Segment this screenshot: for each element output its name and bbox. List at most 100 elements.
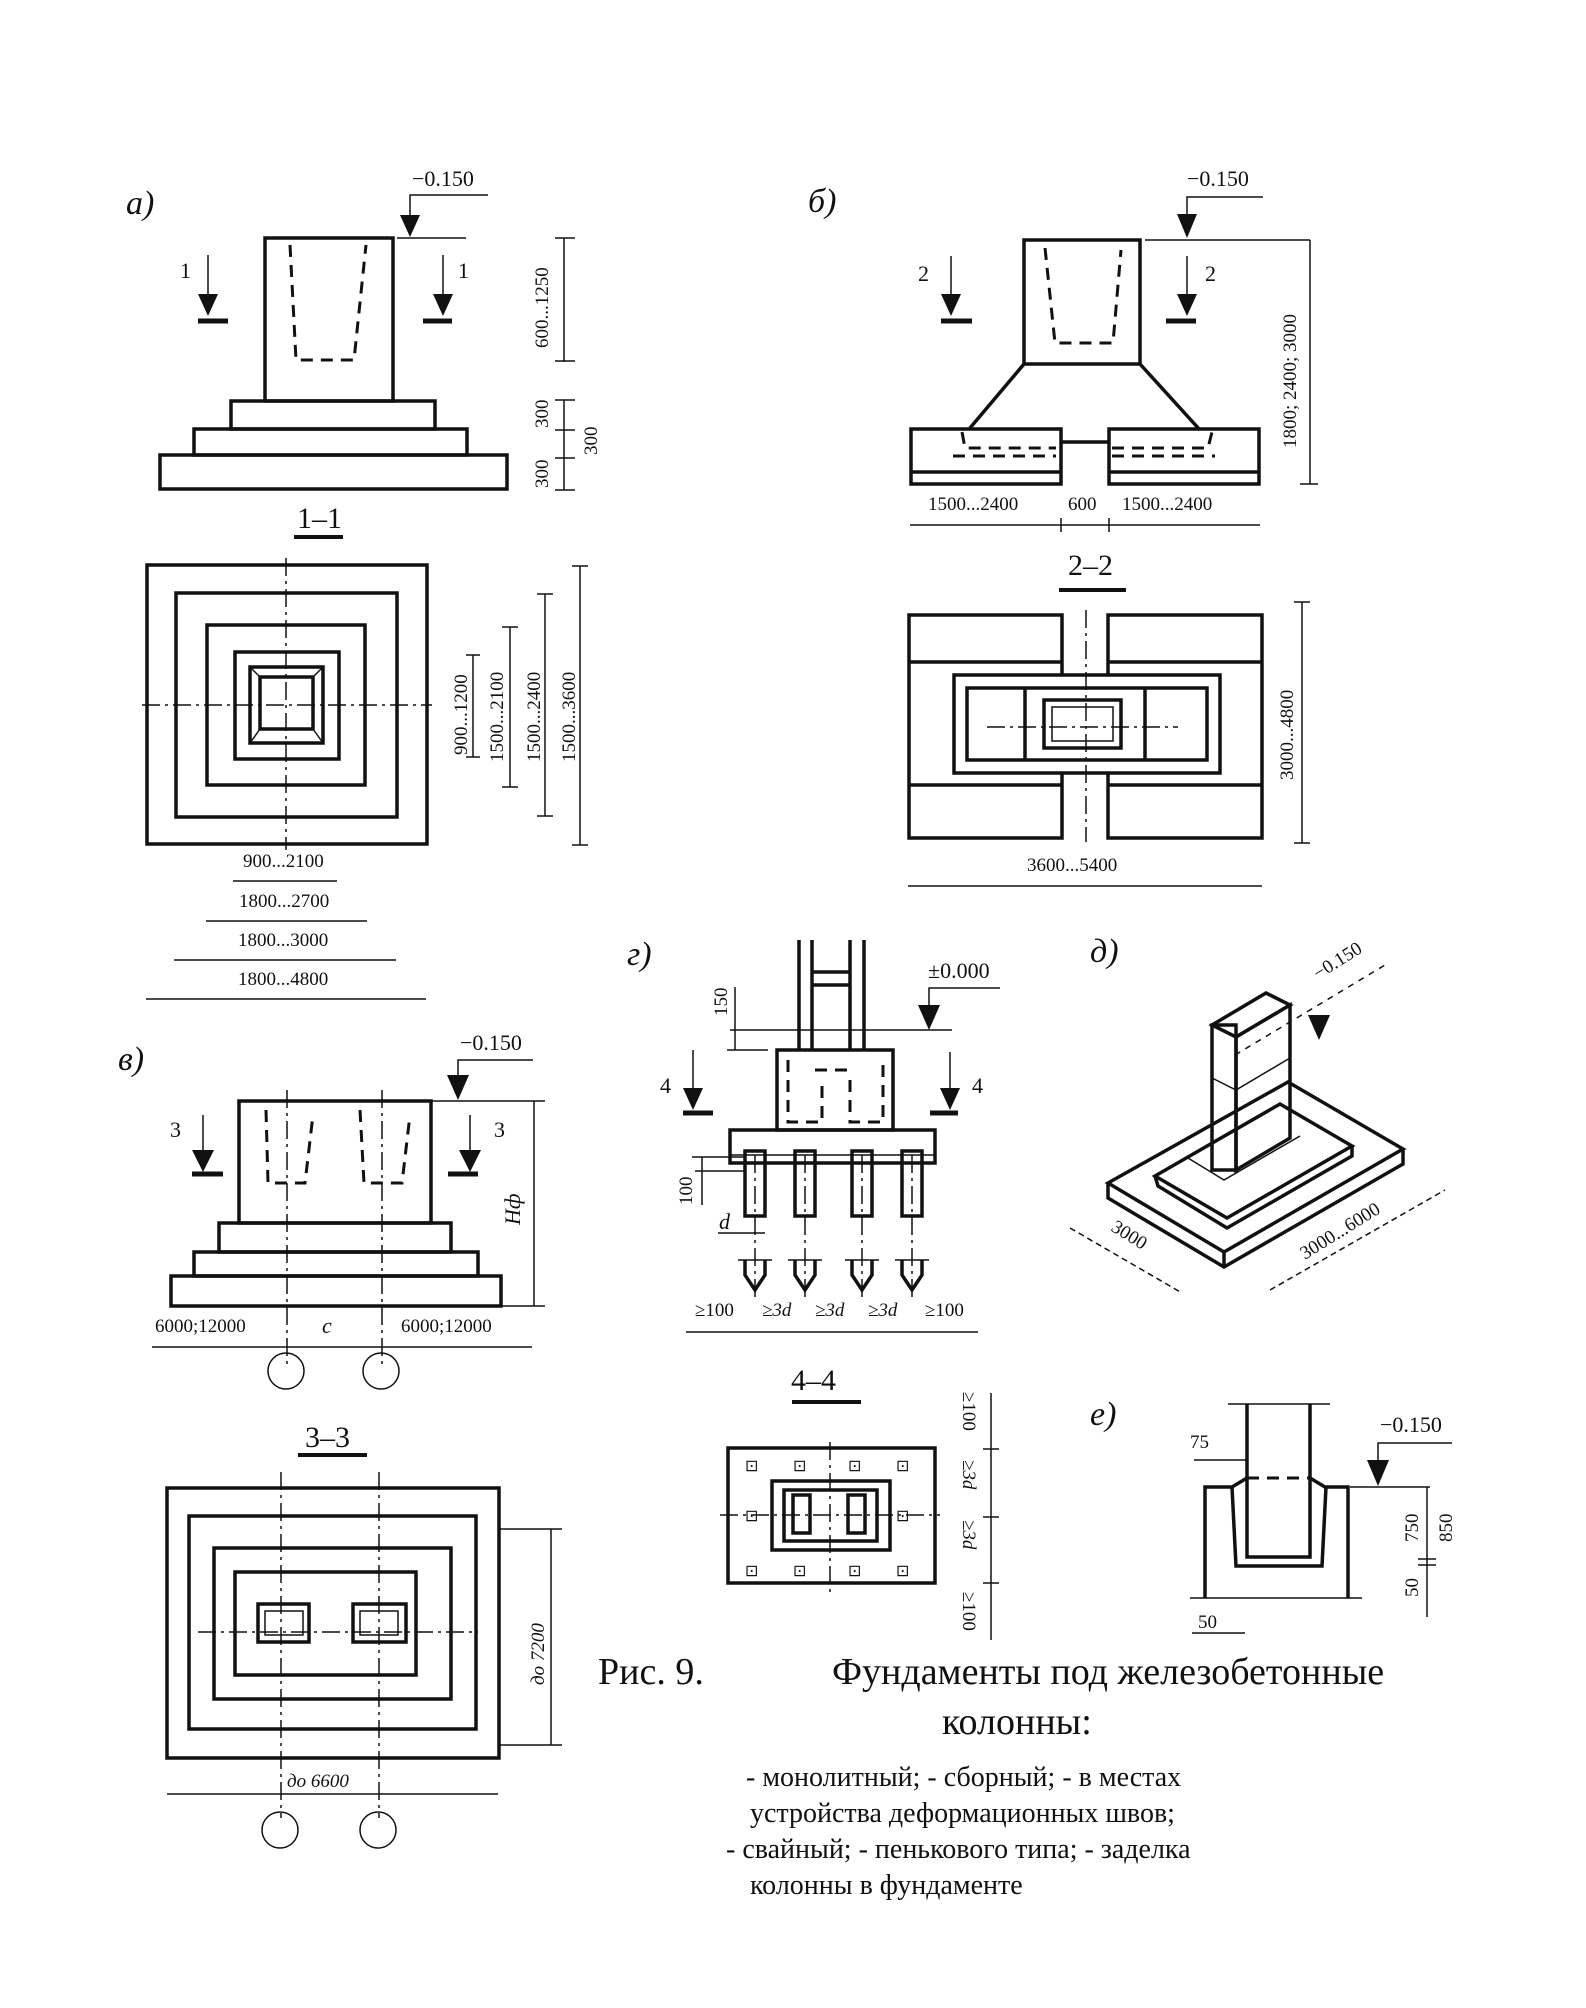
panel-e-section: е) −0.150 75 750 850 50 50 xyxy=(1090,1396,1457,1634)
panel-g-elevation: г) ±0.000 150 xyxy=(627,936,1000,1404)
chamfer xyxy=(312,666,324,678)
dim-label: 1800; 2400; 3000 xyxy=(1280,314,1301,448)
pile-head: ⊡ xyxy=(793,1458,806,1475)
socket-left xyxy=(256,1602,311,1644)
figure-title: Фундаменты под железобетонные xyxy=(832,1651,1385,1693)
socket-dashed xyxy=(848,1060,885,1124)
panel-b-label: б) xyxy=(808,183,836,220)
panel-a-plan: 900...1200 1500...2100 1500...2400 1500.… xyxy=(142,558,588,1000)
elevation-arrow-icon xyxy=(1367,1460,1389,1486)
pile-heads: ⊡ ⊡ ⊡ ⊡ ⊡ ⊡ ⊡ ⊡ ⊡ ⊡ xyxy=(745,1458,909,1580)
axis-bubble xyxy=(362,1352,400,1390)
dim-label: 300 xyxy=(532,460,553,489)
socket-wall-left xyxy=(1203,1476,1248,1598)
plan-outline-1 xyxy=(165,1486,501,1760)
socket-left-bottom xyxy=(264,1610,304,1636)
sloped-edge xyxy=(968,362,1026,430)
column-socket xyxy=(1022,238,1142,366)
slab-dashed xyxy=(960,431,1056,450)
panel-e-label: е) xyxy=(1090,1396,1116,1433)
column-face-right xyxy=(1234,1001,1292,1174)
plan-outline-2 xyxy=(187,1514,478,1731)
elevation-leader xyxy=(1186,196,1263,234)
socket-slot xyxy=(846,1493,867,1535)
dim-label: c xyxy=(322,1313,332,1338)
chamfer xyxy=(249,666,261,678)
step-2 xyxy=(192,427,469,457)
elevation-arrow-icon xyxy=(918,1005,940,1030)
cut-arrow-icon xyxy=(192,1150,214,1172)
plan-outline-3 xyxy=(212,1546,453,1701)
dim-label: 300 xyxy=(581,427,602,456)
pile-tip xyxy=(900,1260,924,1294)
column-joint xyxy=(1211,1057,1291,1091)
dim-label: ≥100 xyxy=(958,1392,979,1431)
dim-label: d xyxy=(719,1209,731,1234)
figure-number: Рис. 9. xyxy=(598,1651,704,1693)
figure-title-continued: колонны: xyxy=(942,1701,1092,1743)
elevation-leader xyxy=(457,1059,533,1095)
panel-d-isometric: д) −0.150 3000 3000...6000 xyxy=(1069,933,1446,1294)
step-1 xyxy=(229,399,437,431)
slab-left xyxy=(909,427,1063,486)
pile xyxy=(850,1149,874,1218)
step-3 xyxy=(169,1274,503,1308)
dim-label: 3000 xyxy=(1107,1216,1150,1254)
elevation-arrow-icon xyxy=(1177,214,1197,238)
column-socket xyxy=(237,1099,433,1225)
pile-head: ⊡ xyxy=(896,1508,909,1525)
cut-arrow-icon xyxy=(941,294,961,316)
panel-a-elevation: а) −0.150 1 1 600...1250 300 300 300 xyxy=(126,166,602,539)
panel-v-plan: до 7200 до 6600 xyxy=(165,1472,562,1849)
pile-head: ⊡ xyxy=(745,1458,758,1475)
pile xyxy=(743,1149,767,1218)
piles xyxy=(738,1149,929,1300)
dim-label: 1800...4800 xyxy=(238,969,328,990)
dim-label: ≥3d xyxy=(762,1300,792,1321)
dim-label: 3000...6000 xyxy=(1297,1199,1385,1265)
figure-item: - свайный; - пенькового типа; - заделка xyxy=(726,1834,1191,1865)
panel-v-elevation-mark: −0.150 xyxy=(460,1030,522,1055)
column-face-left xyxy=(1210,1023,1238,1172)
socket-body-inner xyxy=(965,686,1209,762)
dim-label: ≥3d xyxy=(815,1300,845,1321)
socket-bottom xyxy=(1051,706,1114,742)
chamfer xyxy=(249,728,261,744)
pile-head: ⊡ xyxy=(896,1458,909,1475)
elevation-arrow-icon xyxy=(1308,1015,1330,1040)
panel-b-plan: 3000...4800 3600...5400 xyxy=(907,601,1310,887)
socket-top xyxy=(1042,698,1123,750)
dim-label: 3600...5400 xyxy=(1027,855,1117,876)
socket-wall-right xyxy=(1309,1476,1350,1598)
dim-line xyxy=(1269,1189,1446,1291)
cut-mark-label: 3 xyxy=(494,1117,505,1142)
dim-label: 900...1200 xyxy=(451,674,472,755)
cut-arrow-icon xyxy=(198,294,218,316)
section-title: 2–2 xyxy=(1068,549,1113,582)
dim-label: ≥3d xyxy=(958,1460,979,1490)
dim-label: 600 xyxy=(1068,494,1097,515)
height-label: Hф xyxy=(500,1193,525,1226)
dim-label: 1500...2400 xyxy=(1122,494,1212,515)
cut-mark-label: 1 xyxy=(180,258,191,283)
axis-bubble xyxy=(359,1811,397,1849)
cut-mark-label: 4 xyxy=(660,1073,671,1098)
column-top xyxy=(1208,991,1294,1039)
panel-g-plan: ⊡ ⊡ ⊡ ⊡ ⊡ ⊡ ⊡ ⊡ ⊡ ⊡ ≥100 ≥3d ≥3d ≥100 xyxy=(720,1392,999,1640)
dim-label: 150 xyxy=(711,988,732,1017)
panel-b-elevation: б) −0.150 2 2 1800; 2400; 3000 1500...24… xyxy=(808,166,1318,592)
dim-label: 75 xyxy=(1190,1432,1209,1453)
dim-label: 850 xyxy=(1436,1514,1457,1543)
dim-label: 1500...2400 xyxy=(524,672,545,762)
dim-label: 1500...3600 xyxy=(559,672,580,762)
pile-tip xyxy=(793,1260,817,1294)
figure-item: - монолитный; - сборный; - в местах xyxy=(746,1762,1182,1793)
dim-label: 900...2100 xyxy=(243,851,324,872)
panel-d-label: д) xyxy=(1090,933,1119,970)
socket-cavity xyxy=(1230,1486,1328,1568)
column-in-socket xyxy=(1245,1478,1312,1559)
pile-cap-socket xyxy=(775,1048,895,1132)
elevation-arrow-icon xyxy=(447,1075,469,1100)
dim-label: 1500...2400 xyxy=(928,494,1018,515)
